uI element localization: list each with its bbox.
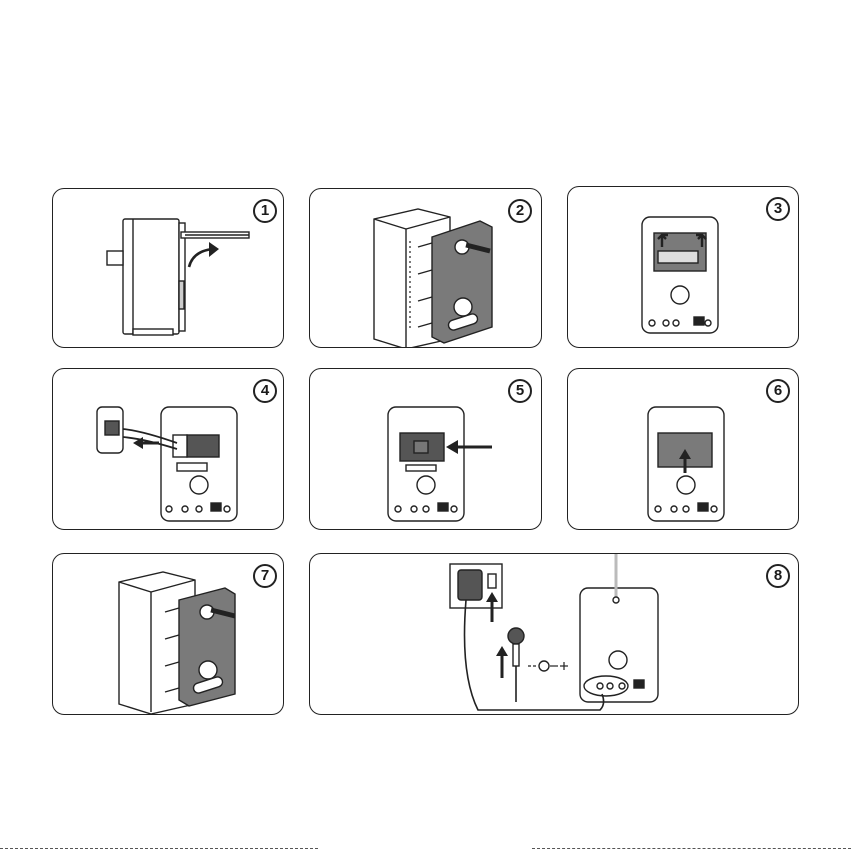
step-panel-6: 6 [567,368,799,530]
battery-cover-release-illustration [568,187,799,348]
antenna-extend-illustration [53,189,284,348]
step-panel-1: 1 [52,188,284,348]
step-number-5: 5 [508,379,532,403]
footer-divider-right [532,848,851,850]
step-number-8: 8 [766,564,790,588]
step-number-7: 7 [253,564,277,588]
power-adapter-illustration [310,554,799,715]
step-number-6: 6 [766,379,790,403]
step-panel-7: 7 [52,553,284,715]
step-number-3: 3 [766,197,790,221]
step-number-2: 2 [508,199,532,223]
footer-divider-left [0,848,318,850]
step-panel-4: 4 [52,368,284,530]
step-panel-8: 8 [309,553,799,715]
insert-battery-illustration [310,369,542,530]
step-number-4: 4 [253,379,277,403]
step-panel-2: 2 [309,188,542,348]
refit-cover-illustration [53,554,284,715]
step-panel-3: 3 [567,186,799,348]
step-number-1: 1 [253,199,277,223]
battery-plug-illustration [53,369,284,530]
close-battery-cover-illustration [568,369,799,530]
step-panel-5: 5 [309,368,542,530]
